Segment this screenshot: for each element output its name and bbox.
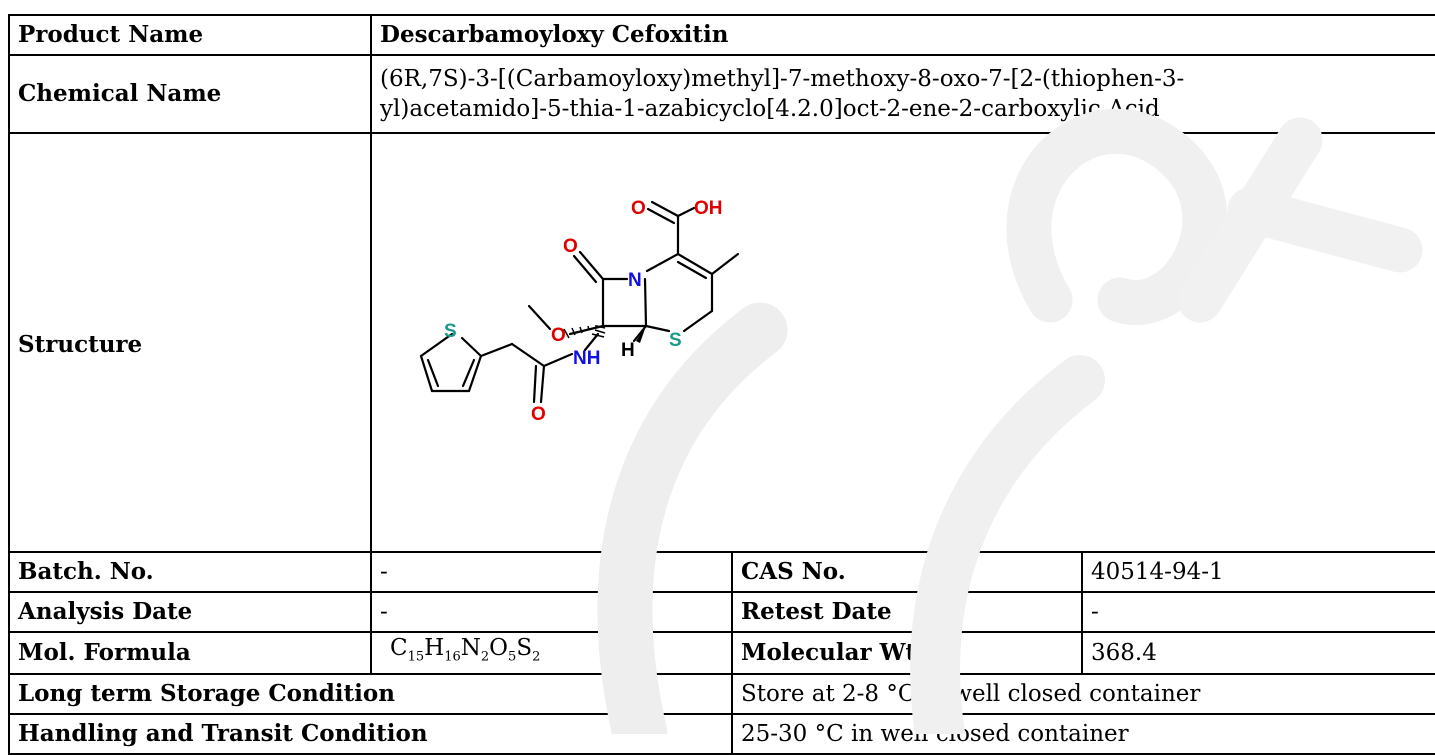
structure-label: Structure bbox=[8, 132, 372, 553]
chemical-name-line1: (6R,7S)-3-[(Carbamoyloxy)methyl]-7-metho… bbox=[380, 66, 1185, 92]
chemical-structure-diagram: O OH O O N S S NH H O bbox=[419, 198, 740, 425]
atom-h: H bbox=[621, 340, 635, 361]
atom-thiophene-s: S bbox=[444, 321, 457, 342]
row-chemical-name: Chemical Name (6R,7S)-3-[(Carbamoyloxy)m… bbox=[8, 54, 1435, 134]
batch-no-value: - bbox=[370, 551, 733, 593]
cas-no-label: CAS No. bbox=[731, 551, 1083, 593]
molecular-wt-label: Molecular Wt. bbox=[731, 631, 1083, 675]
atom-amide-nh: NH bbox=[573, 348, 600, 369]
retest-date-label: Retest Date bbox=[731, 591, 1083, 633]
mol-formula-value: C15H16N2O5S2 bbox=[370, 631, 733, 675]
row-structure: Structure bbox=[8, 132, 1435, 553]
row-storage: Long term Storage Condition Store at 2-8… bbox=[8, 672, 1435, 715]
chemical-name-line2: yl)acetamido]-5-thia-1-azabicyclo[4.2.0]… bbox=[380, 96, 1160, 122]
atom-amide-o: O bbox=[531, 404, 546, 425]
chemical-name-value: (6R,7S)-3-[(Carbamoyloxy)methyl]-7-metho… bbox=[370, 54, 1435, 134]
atom-hydroxyl: OH bbox=[694, 198, 723, 219]
formula-count: 2 bbox=[532, 649, 541, 665]
atom-ring-n: N bbox=[628, 270, 642, 291]
analysis-date-value: - bbox=[370, 591, 733, 633]
cas-no-value: 40514-94-1 bbox=[1081, 551, 1435, 593]
row-batch-cas: Batch. No. - CAS No. 40514-94-1 bbox=[8, 551, 1435, 593]
molecular-wt-value: 368.4 bbox=[1081, 631, 1435, 675]
analysis-date-label: Analysis Date bbox=[8, 591, 372, 633]
product-spec-table: Product Name Descarbamoyloxy Cefoxitin C… bbox=[8, 14, 1435, 755]
formula-count: 15 bbox=[407, 649, 425, 665]
formula-el: S bbox=[516, 635, 533, 661]
mol-formula-label: Mol. Formula bbox=[8, 631, 372, 675]
formula-count: 5 bbox=[508, 649, 517, 665]
product-name-value: Descarbamoyloxy Cefoxitin bbox=[370, 14, 1435, 56]
formula-el: C bbox=[390, 635, 408, 661]
atom-methoxy-o: O bbox=[551, 325, 566, 346]
storage-value: Store at 2-8 °C in well closed container bbox=[731, 672, 1435, 715]
formula-el: O bbox=[489, 635, 509, 661]
row-formula-weight: Mol. Formula C15H16N2O5S2 Molecular Wt. … bbox=[8, 631, 1435, 675]
atom-carbonyl-o: O bbox=[631, 198, 646, 219]
storage-label: Long term Storage Condition bbox=[8, 672, 733, 715]
atom-lactam-o: O bbox=[563, 236, 578, 257]
row-dates: Analysis Date - Retest Date - bbox=[8, 591, 1435, 633]
atom-ring-s: S bbox=[669, 330, 682, 351]
row-product-name: Product Name Descarbamoyloxy Cefoxitin bbox=[8, 14, 1435, 56]
batch-no-label: Batch. No. bbox=[8, 551, 372, 593]
structure-cell: O OH O O N S S NH H O bbox=[370, 132, 1435, 553]
product-name-label: Product Name bbox=[8, 14, 372, 56]
formula-el: H bbox=[424, 635, 445, 661]
formula-count: 16 bbox=[444, 649, 461, 665]
formula-el: N bbox=[460, 635, 481, 661]
retest-date-value: - bbox=[1081, 591, 1435, 633]
formula-count: 2 bbox=[480, 649, 490, 665]
chemical-name-label: Chemical Name bbox=[8, 54, 372, 134]
